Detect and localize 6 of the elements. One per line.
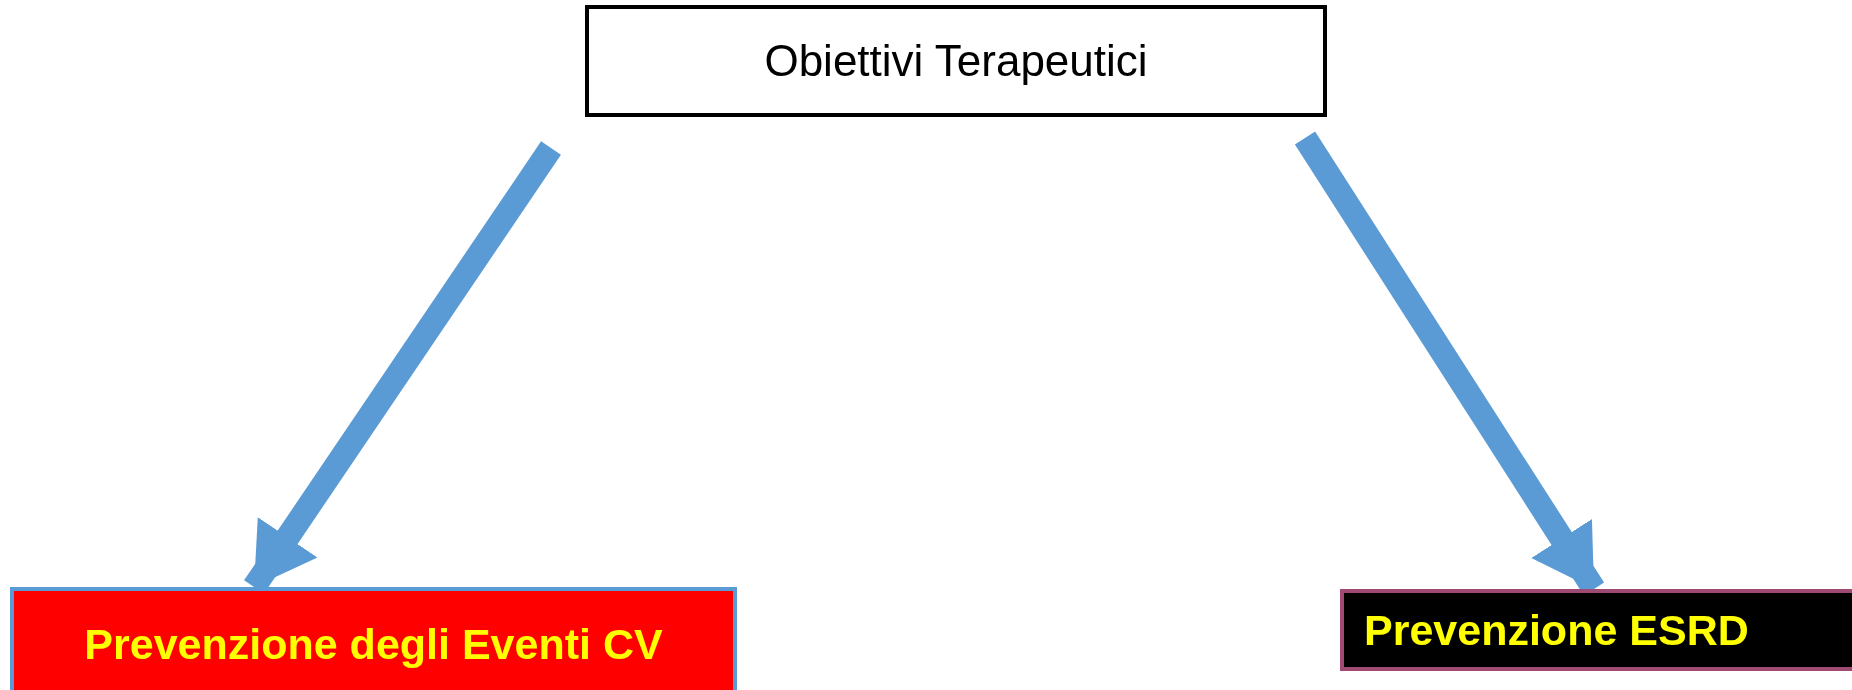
outcome-box: [1340, 589, 1852, 671]
outcome-box: [10, 587, 737, 690]
box-label: Obiettivi Terapeutici: [764, 36, 1148, 86]
title-box: [585, 5, 1327, 117]
box-label: Prevenzione degli Eventi CV: [84, 619, 663, 670]
box-label: Prevenzione ESRD: [1364, 605, 1749, 655]
